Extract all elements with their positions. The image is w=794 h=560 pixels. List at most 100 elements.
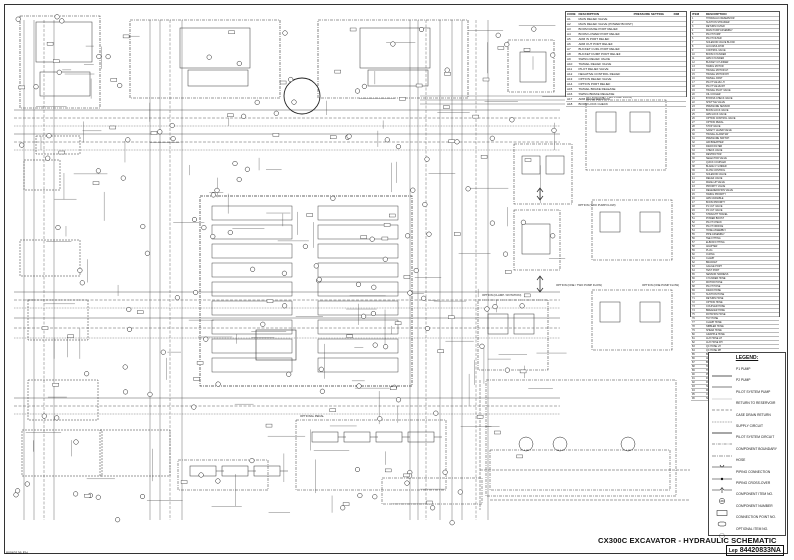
row-item-number: 4: [692, 29, 694, 32]
row-item-description: BLADE CYLINDER: [706, 165, 727, 168]
item-number-circle: [260, 321, 266, 327]
valve-symbol: [521, 155, 541, 175]
item-number-circle: [215, 381, 221, 387]
connection-point-box: [349, 27, 357, 32]
item-number-circle: [372, 494, 378, 500]
item-number-circle: [15, 488, 21, 494]
light-line-icon: [711, 389, 733, 400]
legend-item-label: COMPONENT ITEM NO.: [736, 492, 773, 497]
row-item-number: 19: [692, 89, 695, 92]
row-item-description: SUCTION HOSE: [706, 293, 725, 296]
row-item-description: DRAIN FILTER: [706, 145, 723, 148]
item-number-circle: [509, 117, 515, 123]
item-number-circle: [424, 325, 431, 332]
connection-point-box: [136, 310, 144, 314]
row-item-number: 8: [692, 45, 694, 48]
row-item-number: 38: [692, 165, 695, 168]
row-item-description: SENSOR HARNESS: [706, 273, 729, 276]
spool-section: [317, 338, 399, 354]
row-item-description: REGENERATION VALVE: [706, 189, 733, 192]
row-pressure: [633, 17, 673, 21]
row-item-number: 42: [692, 181, 695, 184]
item-number-circle: [371, 284, 377, 290]
connection-point-box: [480, 155, 488, 159]
row-item-description: CHECK VALVE: [706, 149, 723, 152]
row-item-number: 54: [692, 229, 695, 232]
spool-section: [211, 262, 293, 278]
connection-point-box: [329, 408, 336, 412]
row-code: A5: [567, 37, 571, 41]
item-number-circle: [15, 16, 21, 22]
dashed-line-icon: [711, 400, 733, 411]
item-number-circle: [361, 83, 367, 89]
row-item-number: 34: [692, 149, 695, 152]
legend-item-label: PIPING CROSS-OVER: [736, 481, 771, 485]
item-number-circle: [95, 168, 101, 174]
boundary-line-icon: [711, 446, 733, 457]
row-code: A1: [567, 17, 571, 21]
item-number-circle: [550, 233, 556, 239]
row-item-number: 90: [692, 373, 695, 376]
item-number-circle: [117, 82, 123, 89]
connection-point-box: [272, 133, 280, 137]
row-item-description: P2 CUT VALVE: [706, 209, 723, 212]
item-number-circle: [418, 26, 425, 33]
component-table-header: ITEM DESCRIPTION: [691, 12, 779, 17]
valve-symbol: [639, 211, 661, 233]
item-number-circle: [126, 306, 132, 313]
spool-section: [317, 262, 399, 278]
pilot-valve-assembly: [21, 429, 103, 477]
row-item-description: DRAIN HOSE: [706, 289, 721, 292]
row-item-description: OPTION PEDAL: [706, 121, 724, 124]
row-item-description: GRAPPLE HOSE: [706, 333, 725, 336]
item-number-circle: [384, 137, 390, 143]
item-number-circle: [73, 491, 79, 497]
connection-point-box: [505, 270, 512, 274]
item-number-circle: [54, 415, 60, 421]
legend-item: OPTIONAL ITEM NO.: [711, 524, 783, 539]
lep-prefix: Lep: [728, 547, 738, 554]
item-number-circle: [550, 52, 556, 58]
row-item-description: PIPE ASSEMBLY: [706, 233, 725, 236]
spool-section: [211, 338, 293, 354]
row-description: PILOT RELIEF VALVE: [578, 67, 609, 71]
connection-point-box: [196, 361, 204, 365]
dashdot-line-icon: [711, 434, 733, 445]
row-code: A11: [567, 67, 573, 71]
spool-section: [317, 357, 399, 373]
row-item-number: 81: [692, 337, 695, 340]
row-pressure: [633, 22, 673, 26]
row-item-number: 12: [692, 61, 695, 64]
row-item-number: 51: [692, 217, 695, 220]
legend-item-label: P1 PUMP: [736, 367, 751, 371]
item-number-circle: [169, 122, 175, 129]
item-number-circle: [232, 160, 238, 167]
item-number-circle: [210, 192, 216, 198]
item-number-circle: [122, 364, 128, 370]
connection-point-box: [519, 369, 527, 374]
pressure-table-header: CODE DESCRIPTION PRESSURE SETTING DIM: [566, 12, 686, 17]
option-circuit-label: OPTIONAL PEDAL: [300, 414, 324, 418]
row-pressure: [633, 42, 673, 46]
row-dim: [673, 27, 686, 31]
row-dim: [673, 97, 686, 101]
title-block: CX300C EXCAVATOR - HYDRAULIC SCHEMATIC L…: [596, 536, 784, 556]
row-item-number: 1: [692, 17, 694, 20]
actuator-group-boundary: [381, 477, 483, 505]
